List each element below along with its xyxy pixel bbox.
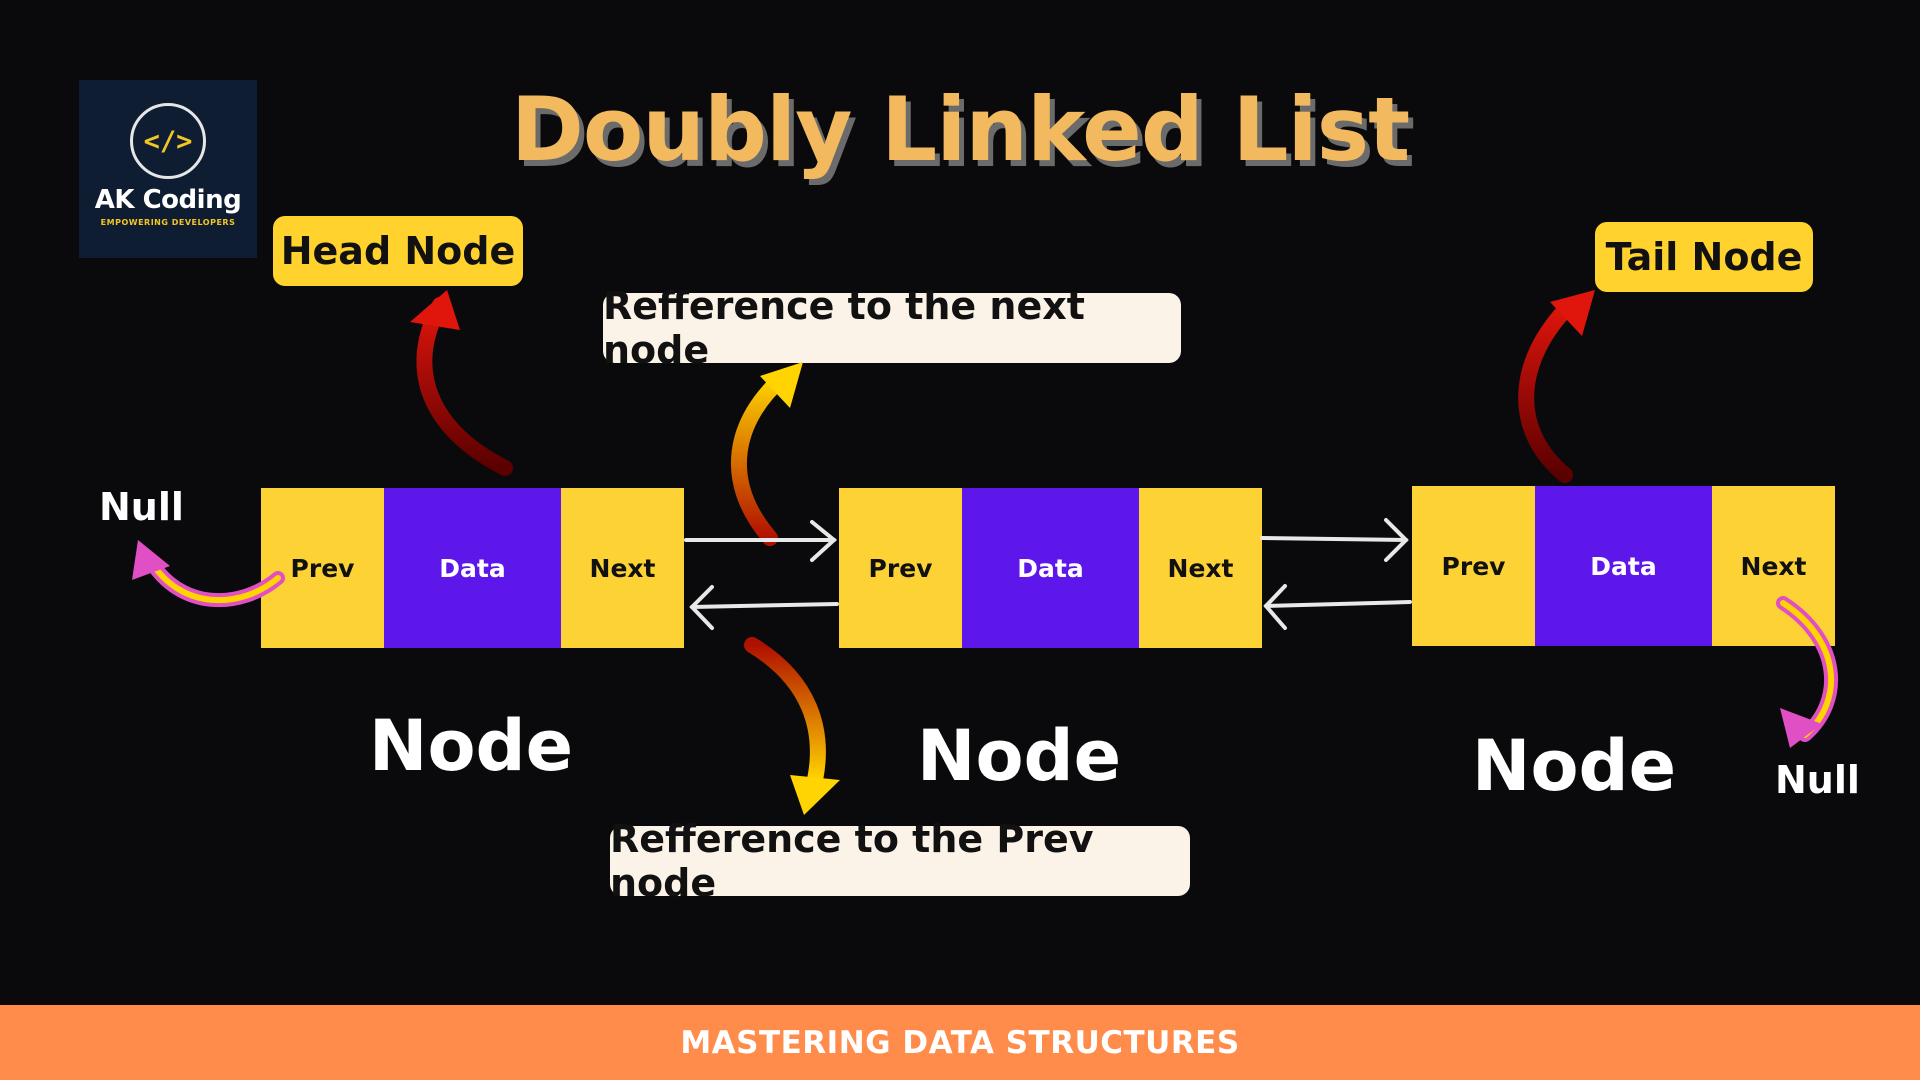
next-reference-callout: Refference to the next node [603,284,1181,372]
node-1-prev-cell: Prev [261,488,384,648]
footer-banner: MASTERING DATA STRUCTURES [0,1005,1920,1080]
brand-logo: </> AK Coding EMPOWERING DEVELOPERS [79,80,257,258]
head-arrow [410,290,513,476]
node-3: Prev Data Next [1412,486,1835,646]
null-label-left: Null [99,485,184,529]
page-title: Doubly Linked List [510,78,1410,181]
node-1: Prev Data Next [261,488,684,648]
code-icon: </> [130,103,206,179]
node-3-prev-cell: Prev [1412,486,1535,646]
link-node2-to-node3 [1260,518,1409,562]
link-node3-to-node2 [1263,584,1412,630]
prev-reference-arrow [744,637,840,815]
node-3-caption: Node [1471,725,1677,807]
prev-reference-callout: Refference to the Prev node [610,817,1190,905]
next-reference-arrow [731,362,803,546]
logo-tagline: EMPOWERING DEVELOPERS [100,218,236,227]
node-1-next-cell: Next [561,488,684,648]
node-2-prev-cell: Prev [839,488,962,648]
node-1-caption: Node [368,705,574,787]
node-2-caption: Node [916,715,1122,797]
link-node1-to-node2 [684,520,838,562]
node-2-next-cell: Next [1139,488,1262,648]
node-2: Prev Data Next [839,488,1262,648]
null-left-arrow [132,540,285,608]
node-3-data-cell: Data [1535,486,1712,646]
link-node2-to-node1 [689,585,839,630]
node-1-data-cell: Data [384,488,561,648]
head-node-label: Head Node [273,216,523,286]
node-3-next-cell: Next [1712,486,1835,646]
tail-node-label: Tail Node [1595,222,1813,292]
logo-brand-name: AK Coding [94,185,242,215]
null-label-right: Null [1775,758,1860,802]
tail-arrow [1518,290,1595,483]
node-2-data-cell: Data [962,488,1139,648]
